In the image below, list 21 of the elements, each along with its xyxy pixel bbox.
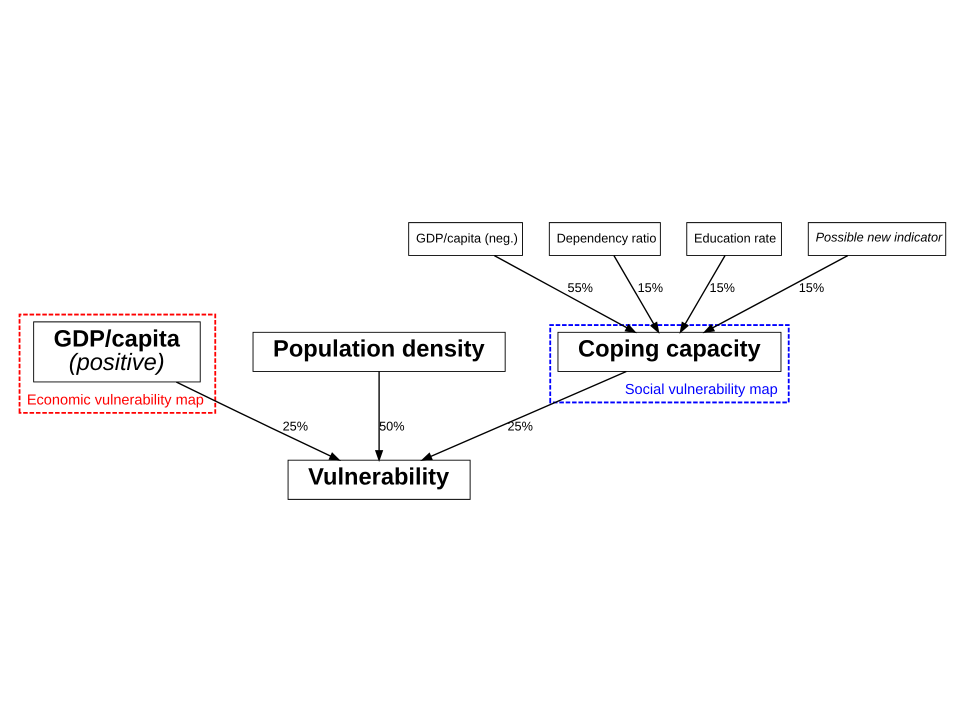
edge-label: 25%	[282, 418, 308, 434]
node-box: Vulnerability	[288, 460, 471, 500]
edge-label: 55%	[568, 280, 594, 296]
node-box: Dependency ratio	[548, 222, 661, 256]
node-box: Population density	[252, 332, 506, 372]
arrow	[494, 255, 637, 334]
edge-label: 15%	[638, 280, 664, 296]
edge-label: 15%	[798, 280, 824, 296]
arrow	[374, 372, 384, 462]
node-box: Possible new indicator	[808, 222, 946, 256]
node-box: Coping capacity	[558, 332, 782, 372]
node-box: Education rate	[686, 222, 782, 256]
arrow	[613, 255, 660, 334]
arrow	[702, 255, 848, 334]
edge-label: 15%	[710, 280, 736, 296]
arrow	[420, 370, 627, 461]
arrow	[176, 381, 341, 461]
node-box: GDP/capita (positive)	[33, 321, 201, 382]
edge-label: 25%	[507, 418, 533, 434]
node-box: GDP/capita (neg.)	[408, 222, 523, 256]
arrow	[679, 255, 726, 334]
